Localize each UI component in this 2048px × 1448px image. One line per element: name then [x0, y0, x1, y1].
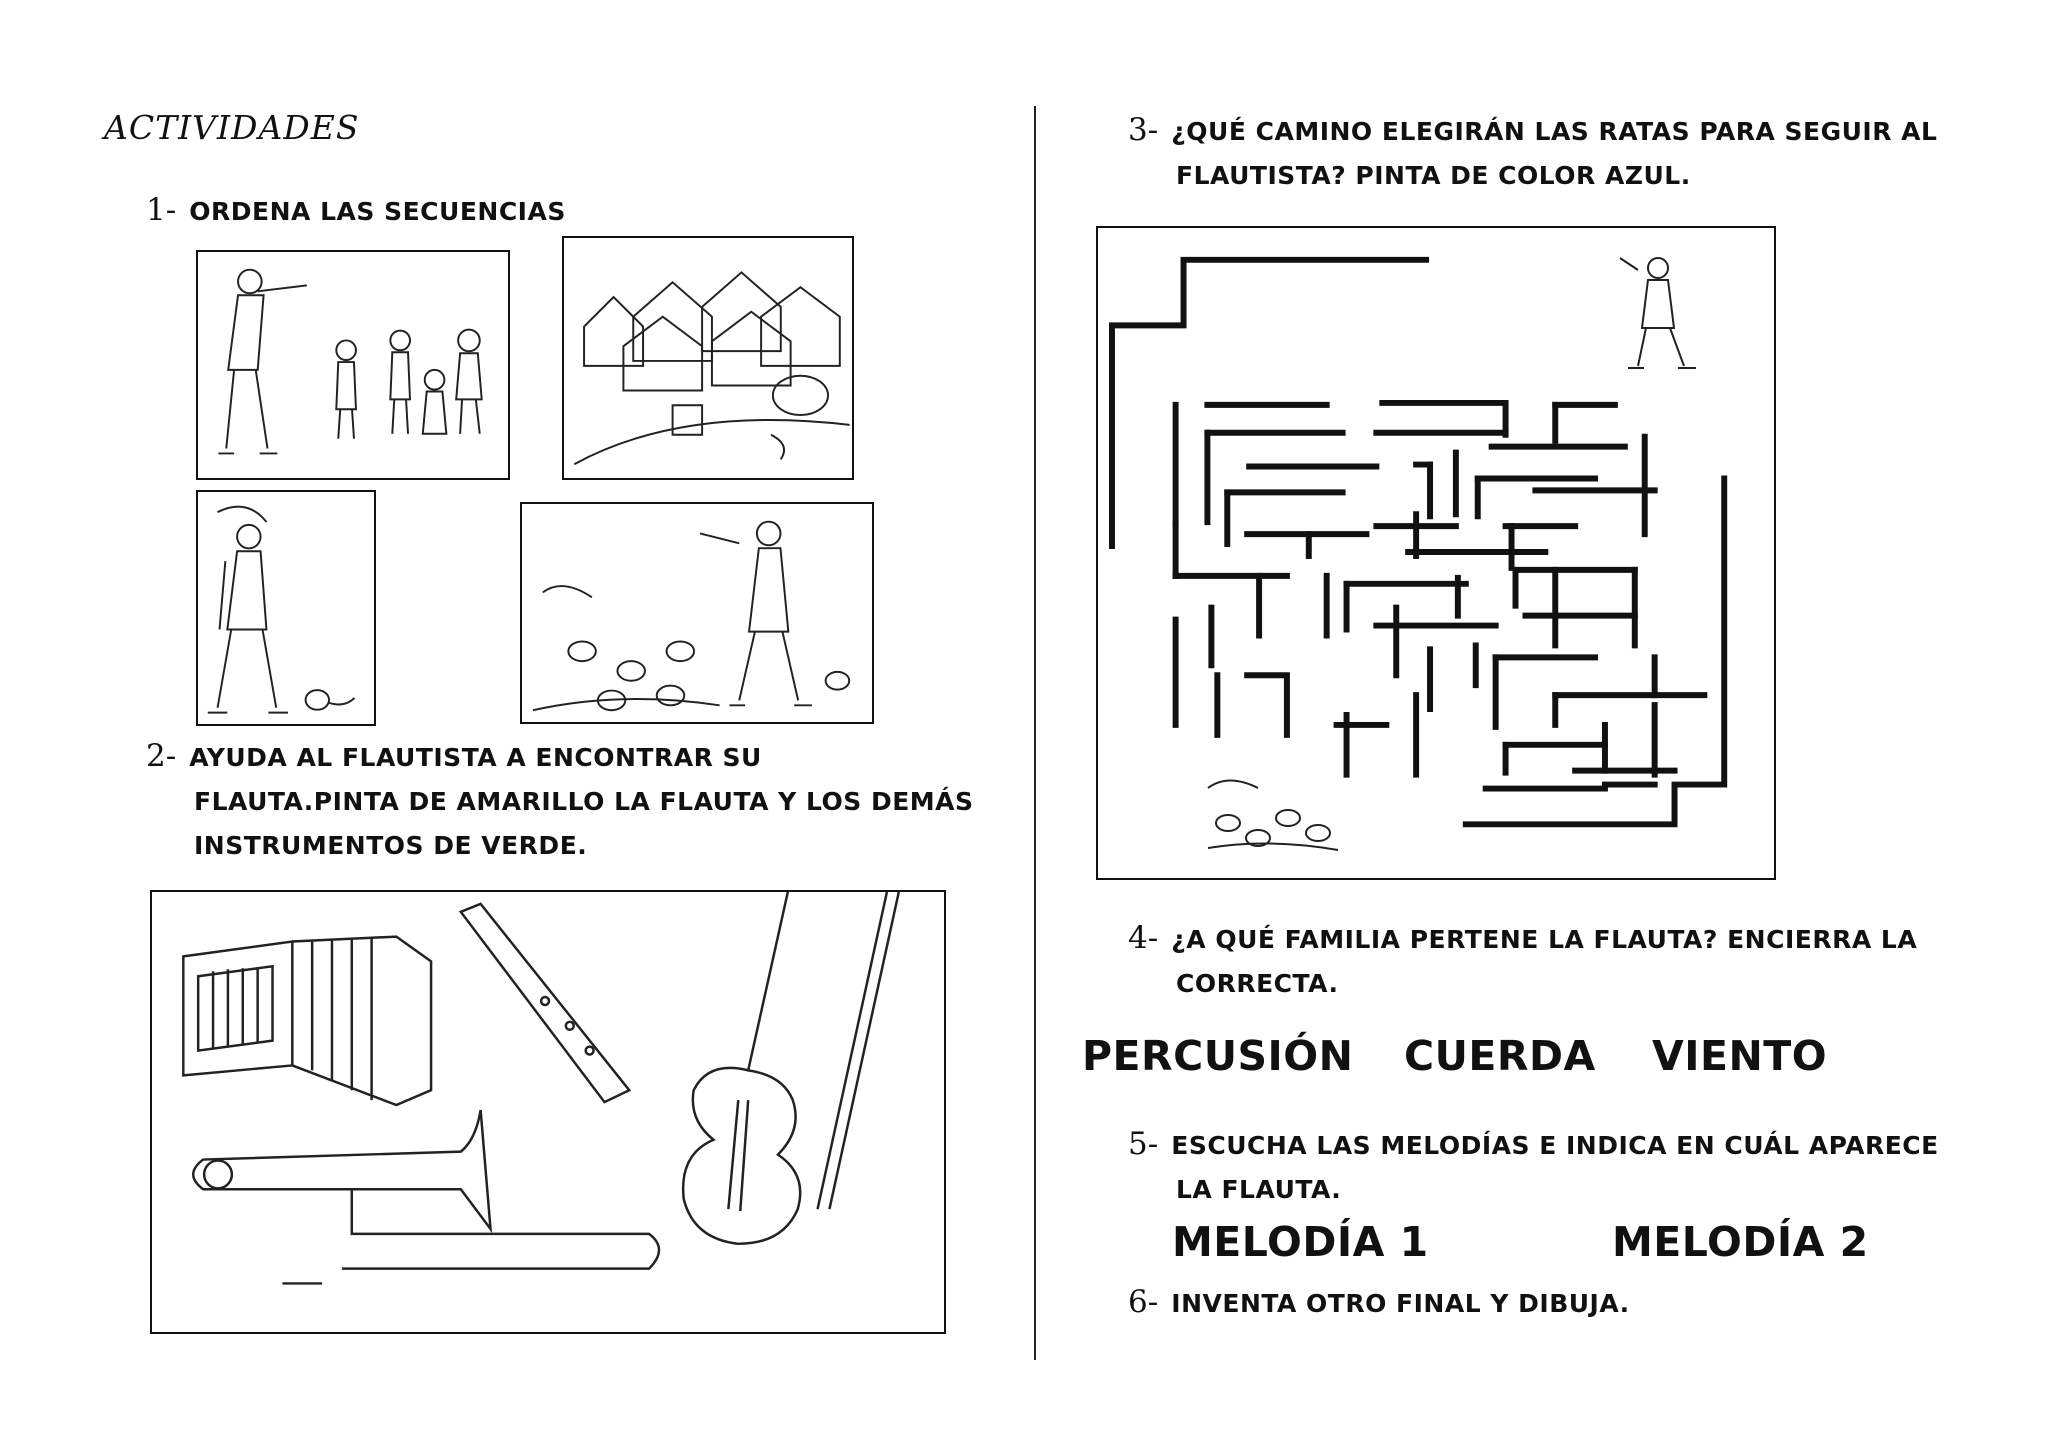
question-5: 5- ESCUCHA LAS MELODÍAS E INDICA EN CUÁL… — [1128, 1124, 1939, 1212]
sequence-image-piper-children — [196, 250, 510, 480]
family-option-string[interactable]: CUERDA — [1404, 1032, 1596, 1080]
sequence-image-piper-rats — [520, 502, 874, 724]
question-number: 5- — [1128, 1126, 1159, 1162]
question-text-line2: LA FLAUTA. — [1176, 1175, 1342, 1204]
question-4: 4- ¿A QUÉ FAMILIA PERTENE LA FLAUTA? ENC… — [1128, 918, 1917, 1006]
rats-group-icon — [1207, 779, 1339, 851]
flute-drawing — [458, 902, 632, 1104]
question-text-line3: INSTRUMENTOS DE VERDE. — [194, 831, 588, 860]
sequence-image-village — [562, 236, 854, 480]
violin-drawing — [681, 892, 901, 1246]
family-option-percussion[interactable]: PERCUSIÓN — [1082, 1032, 1354, 1080]
question-3: 3- ¿QUÉ CAMINO ELEGIRÁN LAS RATAS PARA S… — [1128, 110, 1937, 198]
family-option-wind[interactable]: VIENTO — [1652, 1032, 1828, 1080]
question-text-line2: CORRECTA. — [1176, 969, 1339, 998]
question-text: ORDENA LAS SECUENCIAS — [189, 197, 566, 226]
question-number: 4- — [1128, 920, 1159, 956]
sequence-image-piper-rat — [196, 490, 376, 726]
accordion-drawing — [182, 935, 433, 1107]
melody-option-1[interactable]: MELODÍA 1 — [1172, 1218, 1429, 1266]
question-text-line1: ¿A QUÉ FAMILIA PERTENE LA FLAUTA? ENCIER… — [1171, 925, 1918, 954]
question-number: 2- — [146, 738, 177, 774]
question-6: 6- INVENTA OTRO FINAL Y DIBUJA. — [1128, 1282, 1630, 1326]
question-text-line2: FLAUTA.PINTA DE AMARILLO LA FLAUTA Y LOS… — [194, 787, 974, 816]
question-number: 1- — [146, 192, 177, 228]
question-text-line1: ¿QUÉ CAMINO ELEGIRÁN LAS RATAS PARA SEGU… — [1171, 117, 1938, 146]
question-number: 3- — [1128, 112, 1159, 148]
question-text-line1: AYUDA AL FLAUTISTA A ENCONTRAR SU — [189, 743, 762, 772]
question-text-line1: ESCUCHA LAS MELODÍAS E INDICA EN CUÁL AP… — [1171, 1131, 1939, 1160]
question-1: 1- ORDENA LAS SECUENCIAS — [146, 190, 566, 234]
trombone-drawing — [192, 1109, 661, 1285]
question-text-line2: FLAUTISTA? PINTA DE COLOR AZUL. — [1176, 161, 1691, 190]
page-title: ACTIVIDADES — [104, 108, 360, 147]
melody-option-2[interactable]: MELODÍA 2 — [1612, 1218, 1869, 1266]
question-number: 6- — [1128, 1284, 1159, 1320]
piper-figure-icon — [1619, 257, 1696, 369]
page-divider — [1034, 106, 1036, 1360]
maze-image — [1096, 226, 1776, 880]
question-2: 2- AYUDA AL FLAUTISTA A ENCONTRAR SU FLA… — [146, 736, 974, 868]
instruments-image — [150, 890, 946, 1334]
question-text: INVENTA OTRO FINAL Y DIBUJA. — [1171, 1289, 1630, 1318]
